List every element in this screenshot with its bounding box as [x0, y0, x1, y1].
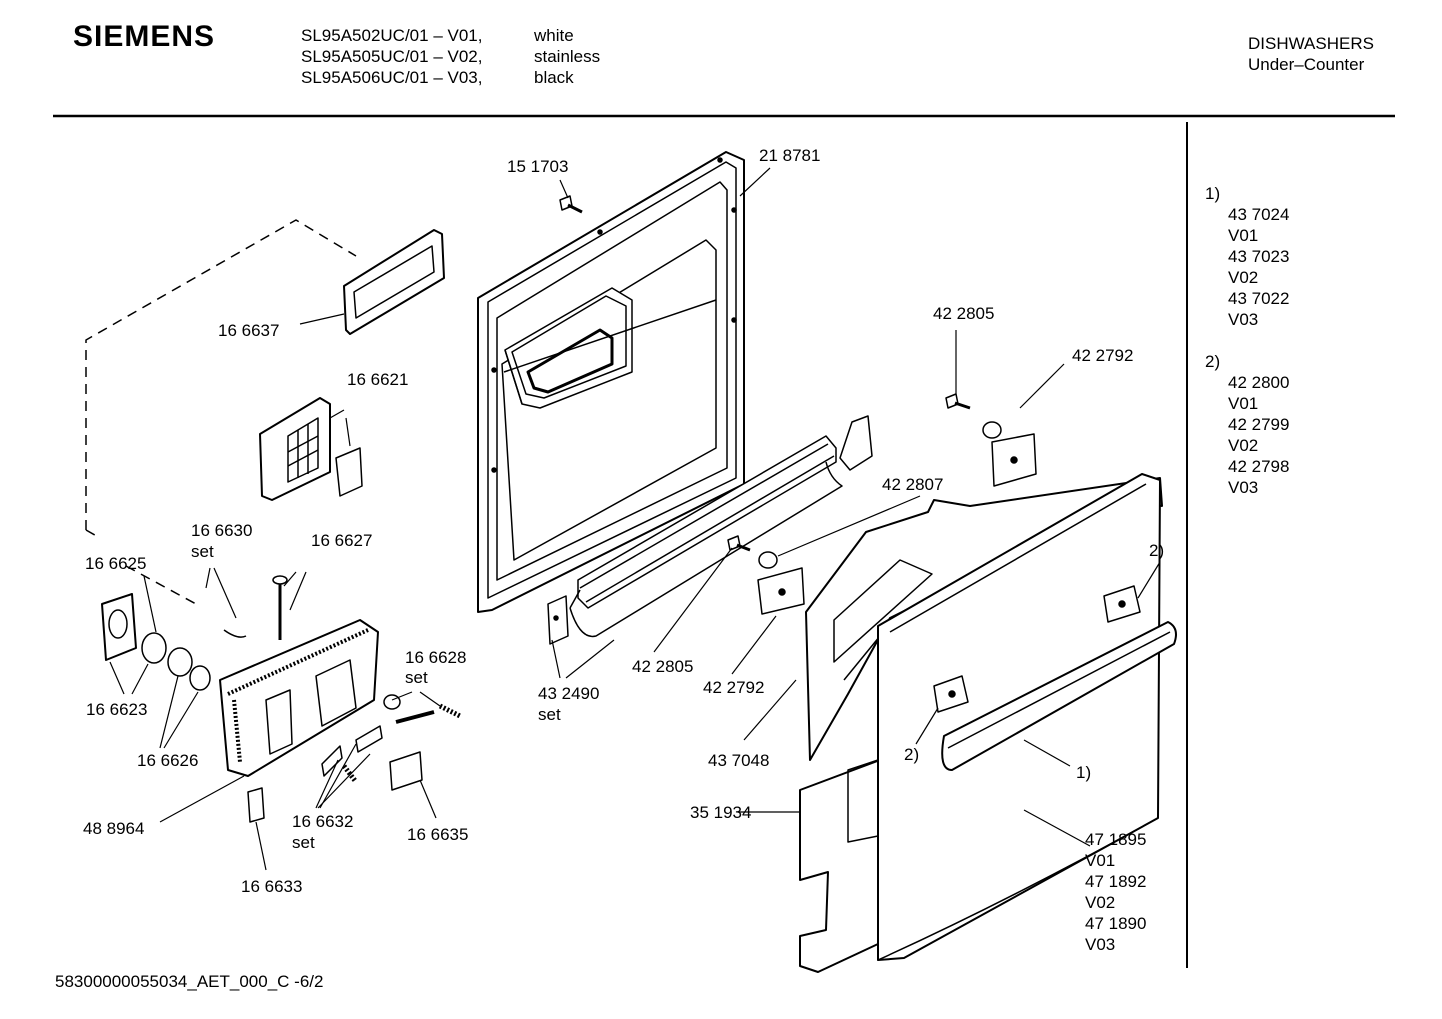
bottom-trim-strip — [569, 435, 843, 638]
model-code-2: SL95A505UC/01 – V02, — [301, 47, 483, 66]
part-label-218781: 21 8781 — [759, 146, 821, 165]
model-code-3: SL95A506UC/01 – V03, — [301, 68, 483, 87]
latch-b — [355, 725, 383, 753]
vent-frame — [343, 229, 445, 335]
part-label-set-d: set — [538, 705, 561, 724]
model-color-2: stainless — [534, 47, 601, 66]
legend-item: 43 7024 — [1228, 205, 1290, 224]
part-label-166633: 16 6633 — [241, 877, 303, 896]
screw-top — [559, 195, 583, 214]
part-label-422807: 42 2807 — [882, 475, 944, 494]
latch-a — [321, 745, 343, 777]
lever — [223, 629, 247, 638]
ref-label-1: 1) — [1076, 763, 1092, 782]
legend-item: 42 2800 — [1228, 373, 1290, 392]
part-label-422805-top: 42 2805 — [933, 304, 995, 323]
part-label-166625: 16 6625 — [85, 554, 147, 573]
part-label-166632: 16 6632 — [292, 812, 354, 831]
door-variant-item: 47 1892 — [1085, 872, 1147, 891]
legend-item: V01 — [1228, 394, 1259, 413]
part-label-151703: 15 1703 — [507, 157, 569, 176]
part-label-166628: 16 6628 — [405, 648, 467, 667]
part-label-166621: 16 6621 — [347, 370, 409, 389]
ref-label-2-right: 2) — [1149, 541, 1165, 560]
insulation-panel — [805, 477, 1163, 761]
legend-item: V03 — [1228, 478, 1259, 497]
part-label-488964: 48 8964 — [83, 819, 145, 838]
category-subtitle: Under–Counter — [1248, 55, 1365, 74]
dispenser-cap — [167, 647, 193, 677]
door-variant-item: V03 — [1085, 935, 1116, 954]
part-label-166626: 16 6626 — [137, 751, 199, 770]
part-label-166637: 16 6637 — [218, 321, 280, 340]
legend-item: 43 7022 — [1228, 289, 1290, 308]
part-label-432490: 43 2490 — [538, 684, 600, 703]
seal-ring — [141, 632, 167, 664]
part-label-422792-top: 42 2792 — [1072, 346, 1134, 365]
washer-upper — [982, 421, 1002, 439]
legend-gap — [1205, 330, 1289, 351]
ref-label-2-left: 2) — [904, 745, 920, 764]
pin — [395, 710, 435, 724]
part-label-437048: 43 7048 — [708, 751, 770, 770]
assembly-dashed-line — [85, 219, 357, 530]
legend-item: 43 7023 — [1228, 247, 1290, 266]
part-label-166627: 16 6627 — [311, 531, 373, 550]
brand-logo: SIEMENS — [73, 20, 216, 53]
filter-pad — [335, 447, 363, 497]
part-label-422805-bottom: 42 2805 — [632, 657, 694, 676]
washer-lower — [758, 551, 778, 569]
legend-item: V01 — [1228, 226, 1259, 245]
legend-marker-1: 1) — [1205, 184, 1221, 203]
door-variant-item: 47 1895 — [1085, 830, 1147, 849]
part-label-351934: 35 1934 — [690, 803, 752, 822]
side-bracket-right — [839, 415, 873, 471]
side-bracket-left — [547, 595, 569, 645]
legend-item: V02 — [1228, 268, 1259, 287]
legend-item: 42 2799 — [1228, 415, 1290, 434]
variant-legend: 1) 43 7024 V01 43 7023 V02 43 7022 V03 2… — [1205, 183, 1289, 498]
legend-marker-2: 2) — [1205, 352, 1221, 371]
knob-cap — [272, 575, 288, 585]
model-color-3: black — [534, 68, 574, 87]
door-variant-item: 47 1890 — [1085, 914, 1147, 933]
door-variant-item: V02 — [1085, 893, 1116, 912]
legend-item: 42 2798 — [1228, 457, 1290, 476]
dispenser-body — [219, 619, 379, 777]
door-variant-list: 47 1895 V01 47 1892 V02 47 1890 V03 — [1085, 829, 1146, 955]
spring-right — [438, 703, 462, 719]
document-id: 58300000055034_AET_000_C -6/2 — [55, 972, 324, 991]
dispenser-lid — [101, 593, 137, 661]
part-label-set-b: set — [405, 668, 428, 687]
inner-door-panel — [477, 151, 745, 613]
part-label-166635: 16 6635 — [407, 825, 469, 844]
part-label-422792-bottom: 42 2792 — [703, 678, 765, 697]
screw-lower — [727, 535, 751, 552]
o-ring — [383, 694, 401, 710]
model-code-1: SL95A502UC/01 – V01, — [301, 26, 483, 45]
part-label-set-c: set — [292, 833, 315, 852]
cap-seal — [189, 665, 211, 691]
part-label-set-a: set — [191, 542, 214, 561]
leader-lines — [109, 167, 1161, 871]
legend-item: V02 — [1228, 436, 1259, 455]
door-variant-item: V01 — [1085, 851, 1116, 870]
part-label-166630: 16 6630 — [191, 521, 253, 540]
screw-right — [945, 393, 971, 410]
solenoid — [389, 751, 423, 791]
model-color-1: white — [534, 26, 574, 45]
category-title: DISHWASHERS — [1248, 34, 1374, 53]
part-label-166623: 16 6623 — [86, 700, 148, 719]
legend-item: V03 — [1228, 310, 1259, 329]
back-insulation — [799, 759, 881, 973]
clip-small — [247, 787, 265, 823]
